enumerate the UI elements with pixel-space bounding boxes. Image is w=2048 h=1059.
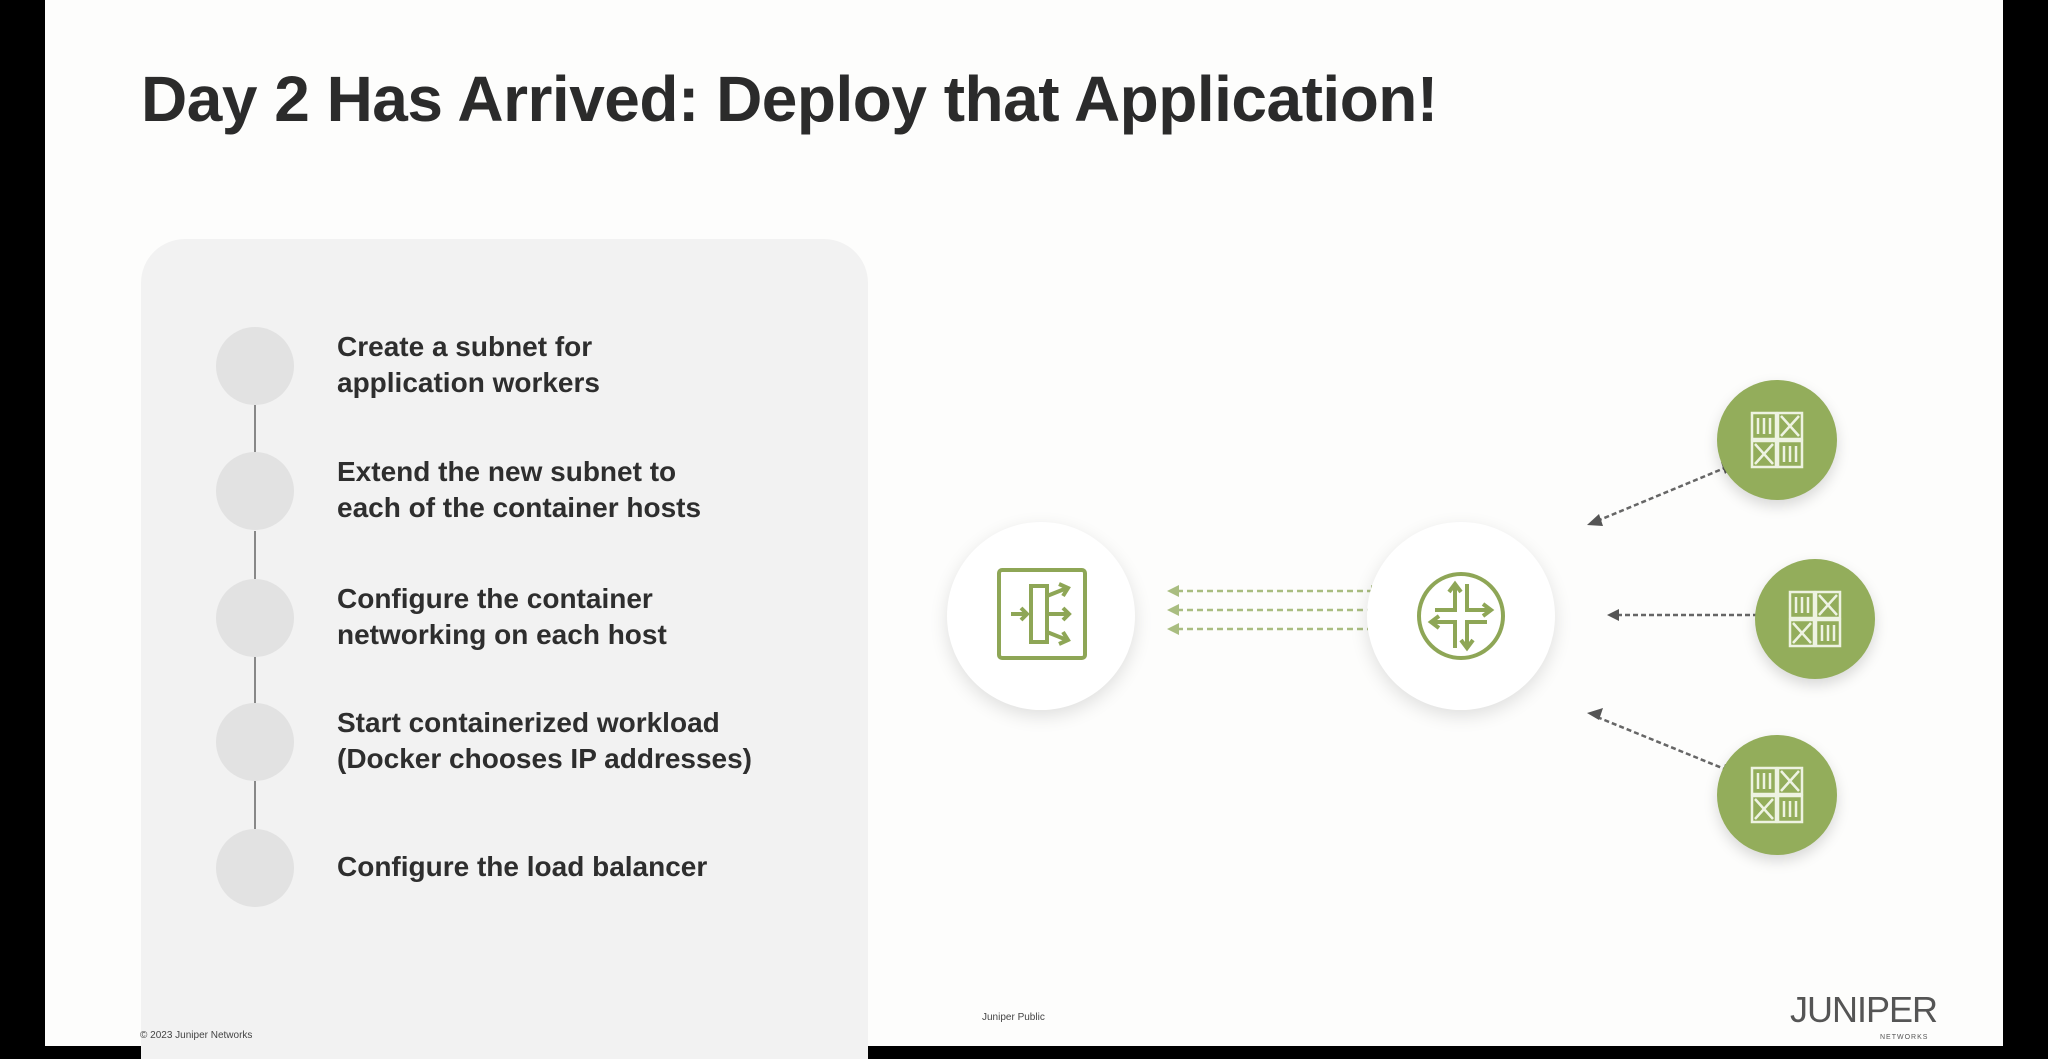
load-balancer-node <box>947 522 1135 710</box>
step-2: Extend the new subnet to each of the cont… <box>141 452 868 532</box>
step-marker <box>216 579 294 657</box>
load-balancer-icon <box>997 568 1087 660</box>
router-icon <box>1417 572 1505 660</box>
step-5: Configure the load balancer <box>141 829 868 909</box>
step-4: Start containerized workload (Docker choo… <box>141 703 868 783</box>
step-text: Start containerized workload <box>337 707 720 738</box>
step-text: (Docker chooses IP addresses) <box>337 743 753 774</box>
step-marker <box>216 703 294 781</box>
juniper-logo-text: JUNIPER <box>1790 989 1938 1030</box>
step-text: networking on each host <box>337 619 667 650</box>
steps-panel: Create a subnet for application workers E… <box>141 239 868 1059</box>
container-host-icon <box>1750 411 1804 469</box>
juniper-logo-subtext: NETWORKS <box>1880 1034 1929 1041</box>
step-1: Create a subnet for application workers <box>141 327 868 407</box>
step-text: Extend the new subnet to <box>337 456 677 487</box>
step-marker <box>216 327 294 405</box>
step-3: Configure the container networking on eac… <box>141 579 868 659</box>
container-host-3 <box>1717 735 1837 855</box>
slide-title: Day 2 Has Arrived: Deploy that Applicati… <box>141 63 1438 135</box>
step-text: Configure the container <box>337 583 653 614</box>
container-host-1 <box>1717 380 1837 500</box>
container-host-2 <box>1755 559 1875 679</box>
step-text: Create a subnet for <box>337 331 593 362</box>
step-connector <box>254 781 256 829</box>
step-connector <box>254 531 256 579</box>
router-node <box>1367 522 1555 710</box>
slide: Day 2 Has Arrived: Deploy that Applicati… <box>45 0 2003 1059</box>
step-text: each of the container hosts <box>337 492 702 523</box>
lb-router-links <box>1167 585 1383 635</box>
step-text: application workers <box>337 367 600 398</box>
classification-label: Juniper Public <box>982 1012 1045 1023</box>
step-connector <box>254 405 256 453</box>
copyright-text: © 2023 Juniper Networks <box>140 1030 253 1041</box>
step-marker <box>216 452 294 530</box>
container-host-icon <box>1788 590 1842 648</box>
step-marker <box>216 829 294 907</box>
container-host-icon <box>1750 766 1804 824</box>
step-connector <box>254 657 256 705</box>
step-text: Configure the load balancer <box>337 851 708 882</box>
